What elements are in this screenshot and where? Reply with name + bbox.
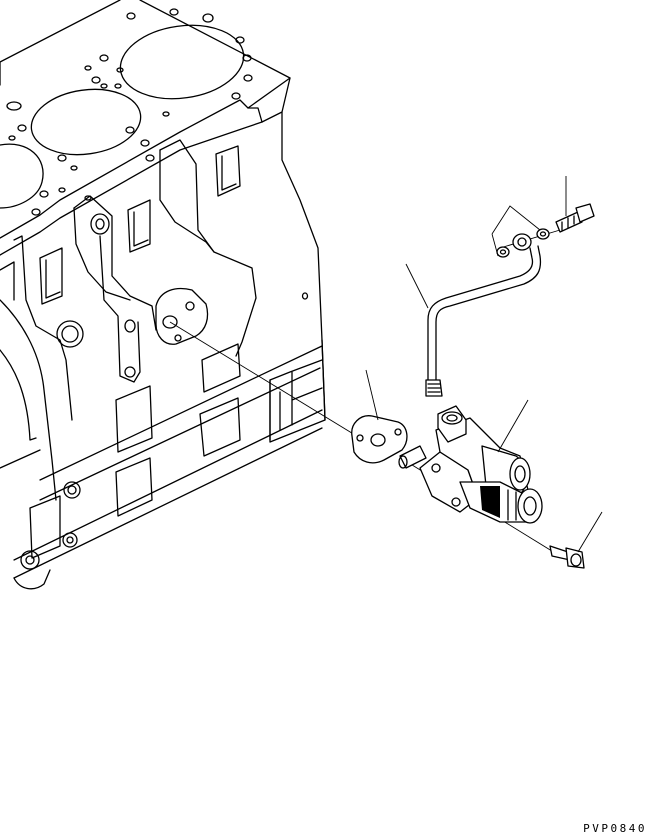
gasket [351,415,408,464]
leader-lines [365,176,603,553]
fuel-feed-pump [398,405,543,524]
cylinder-block [0,0,326,590]
fuel-tube [425,233,542,397]
drawing-code: PVP0840 [583,822,647,835]
washers-and-bolts [496,203,595,569]
